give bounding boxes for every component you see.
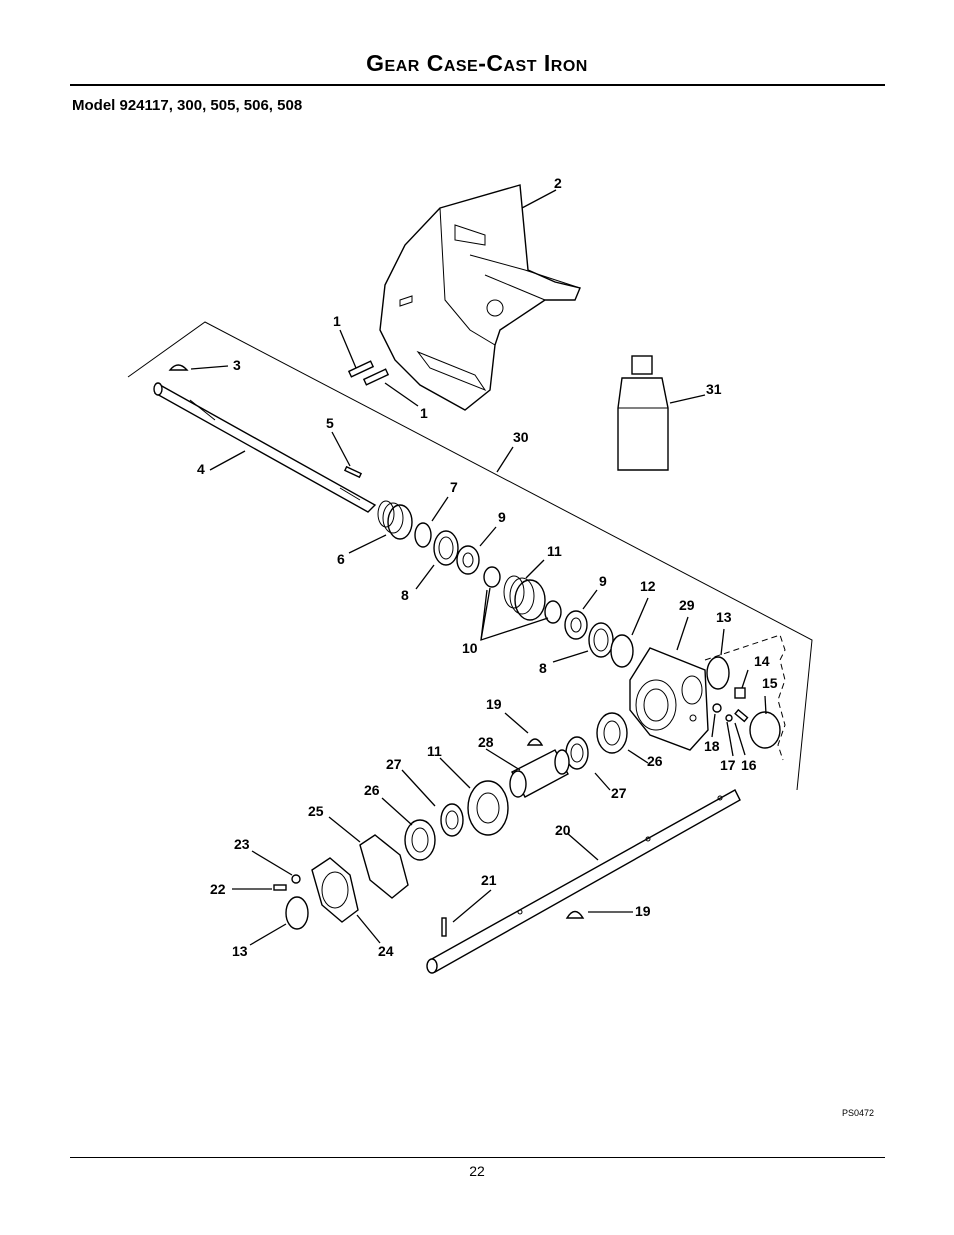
callout-9a: 9	[498, 509, 506, 525]
thrust-washer-left	[440, 803, 464, 837]
callout-25: 25	[308, 803, 324, 819]
callout-6: 6	[337, 551, 345, 567]
lubricant-bottle	[617, 355, 669, 471]
bearing-cover	[311, 857, 359, 923]
bearing-cup-2	[588, 622, 614, 658]
lock-washer	[725, 714, 733, 722]
spur-gear	[467, 780, 509, 836]
callout-2: 2	[554, 175, 562, 191]
page-number: 22	[469, 1163, 485, 1179]
callout-11b: 11	[427, 743, 442, 759]
auger-shaft	[426, 789, 741, 974]
page-title: Gear Case-Cast Iron	[366, 50, 588, 76]
callout-13b: 13	[232, 943, 248, 959]
callout-5: 5	[326, 415, 334, 431]
callout-8b: 8	[539, 660, 547, 676]
oil-seal	[706, 656, 730, 690]
woodruff-key-2	[526, 738, 544, 746]
leader-lines	[190, 189, 767, 946]
cap-screw	[273, 884, 287, 891]
callout-20: 20	[555, 822, 571, 838]
square-key	[343, 465, 363, 479]
callout-7: 7	[450, 479, 458, 495]
callout-14: 14	[754, 653, 770, 669]
callout-8a: 8	[401, 587, 409, 603]
callout-labels: 2 1 1 3 4 5 30 31 6 7 8 9 11 9 12 29 13 …	[197, 175, 778, 959]
model-subtitle: Model 924117, 300, 505, 506, 508	[72, 97, 303, 114]
callout-17: 17	[720, 757, 736, 773]
callout-4: 4	[197, 461, 205, 477]
callout-22: 22	[210, 881, 226, 897]
shear-pin	[441, 917, 447, 937]
worm-gear	[377, 500, 413, 540]
figure-code: PS0472	[842, 1108, 875, 1118]
flat-washer	[712, 703, 722, 713]
bearing-cone-2	[564, 610, 588, 640]
callout-31: 31	[706, 381, 722, 397]
callout-29: 29	[679, 597, 695, 613]
callout-18: 18	[704, 738, 720, 754]
callout-21: 21	[481, 872, 497, 888]
callout-1b: 1	[420, 405, 428, 421]
bearing-cone	[456, 545, 480, 575]
bearing-cup	[433, 530, 459, 566]
snap-ring	[610, 634, 634, 668]
gasket	[359, 834, 409, 899]
callout-10: 10	[462, 640, 478, 656]
gear-housing	[629, 647, 709, 751]
callout-27a: 27	[386, 756, 402, 772]
end-cap	[749, 711, 781, 749]
bushing-right	[596, 712, 628, 754]
callout-28: 28	[478, 734, 494, 750]
hex-screw	[734, 708, 749, 723]
callout-19b: 19	[635, 903, 651, 919]
vent-plug	[734, 687, 746, 699]
callout-16: 16	[741, 757, 757, 773]
callout-27b: 27	[611, 785, 627, 801]
callout-26a: 26	[647, 753, 663, 769]
gear-sleeve	[509, 749, 570, 798]
header-rule	[70, 84, 885, 86]
woodruff-key-3	[565, 910, 585, 919]
callout-23: 23	[234, 836, 250, 852]
thrust-washer	[414, 522, 432, 548]
callout-12: 12	[640, 578, 656, 594]
footer-rule	[70, 1157, 885, 1158]
star-washer	[291, 874, 301, 884]
impeller-shaft	[153, 382, 377, 513]
callout-15: 15	[762, 675, 778, 691]
callout-13a: 13	[716, 609, 732, 625]
callout-9b: 9	[599, 573, 607, 589]
callout-26b: 26	[364, 782, 380, 798]
chute-housing	[379, 184, 581, 411]
callout-19a: 19	[486, 696, 502, 712]
roll-pins	[347, 360, 390, 386]
worm	[503, 575, 546, 621]
woodruff-key	[168, 364, 189, 371]
oil-seal-left	[285, 896, 309, 930]
spacer-2	[544, 600, 562, 624]
callout-3: 3	[233, 357, 241, 373]
bushing-left	[404, 819, 436, 861]
callout-24: 24	[378, 943, 394, 959]
callout-1a: 1	[333, 313, 341, 329]
gear-case-outline	[127, 321, 813, 791]
callout-30: 30	[513, 429, 529, 445]
spacer	[483, 566, 501, 588]
callout-11a: 11	[547, 543, 562, 559]
